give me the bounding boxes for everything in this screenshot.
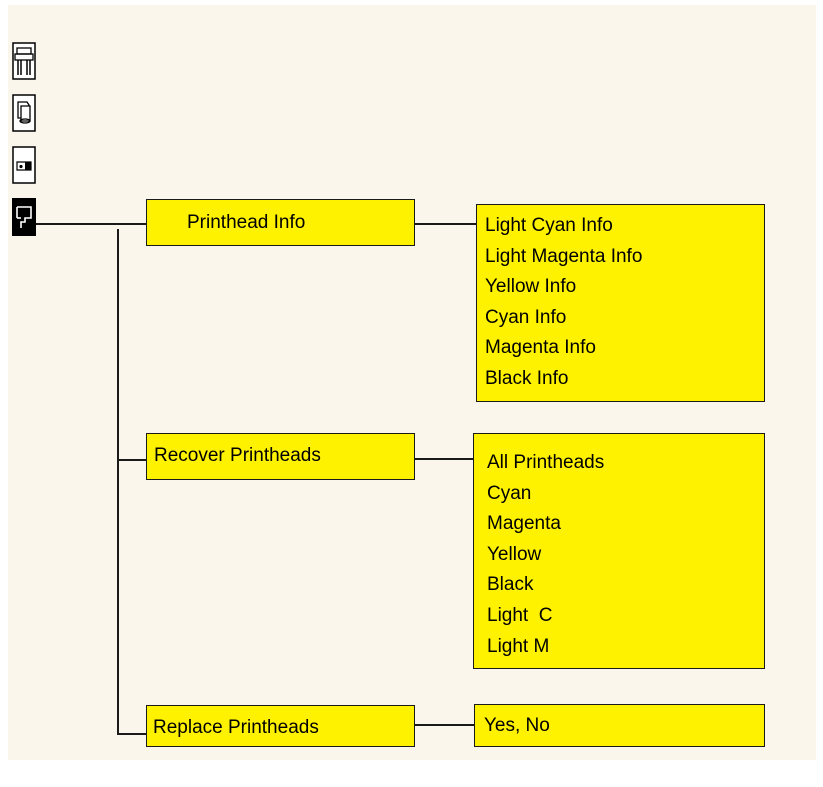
submenu-item-yellow-info[interactable]: Yellow Info	[485, 276, 577, 298]
connector-info-to-sub	[414, 223, 476, 225]
paper-roll-icon[interactable]	[12, 94, 36, 132]
menu-item-recover-printheads[interactable]: Recover Printheads	[146, 433, 415, 480]
submenu-item-light-c[interactable]: Light C	[487, 604, 553, 626]
submenu-item-cyan[interactable]: Cyan	[487, 482, 532, 504]
recover-printheads-label: Recover Printheads	[154, 445, 321, 466]
menu-item-printhead-info[interactable]: Printhead Info	[146, 199, 415, 246]
submenu-printhead-info: Light Cyan Info Light Magenta Info Yello…	[476, 204, 765, 402]
submenu-item-light-cyan-info[interactable]: Light Cyan Info	[485, 215, 613, 236]
submenu-item-light-magenta-info[interactable]: Light Magenta Info	[485, 245, 643, 267]
connector-recover-to-sub	[414, 458, 473, 460]
printhead-icon[interactable]	[12, 198, 36, 236]
submenu-item-yes-no[interactable]: Yes, No	[484, 715, 550, 736]
connector-replace-to-sub	[414, 724, 474, 726]
ink-cartridge-icon[interactable]	[12, 146, 36, 184]
submenu-replace-printheads: Yes, No	[474, 704, 765, 747]
submenu-item-magenta-info[interactable]: Magenta Info	[485, 337, 596, 359]
printhead-info-label: Printhead Info	[187, 212, 306, 233]
submenu-recover-printheads: All Printheads Cyan Magenta Yellow Black…	[473, 433, 765, 669]
submenu-item-cyan-info[interactable]: Cyan Info	[485, 306, 567, 328]
connector-to-recover	[117, 459, 146, 461]
submenu-item-all-printheads[interactable]: All Printheads	[487, 452, 605, 473]
submenu-item-light-m[interactable]: Light M	[487, 635, 550, 657]
submenu-item-magenta[interactable]: Magenta	[487, 513, 561, 535]
submenu-item-black-info[interactable]: Black Info	[485, 367, 569, 389]
connector-icon-to-menu	[36, 223, 146, 225]
submenu-item-yellow[interactable]: Yellow	[487, 543, 542, 565]
printer-icon[interactable]	[12, 42, 36, 80]
connector-trunk	[117, 229, 119, 734]
submenu-item-black[interactable]: Black	[487, 574, 534, 596]
menu-item-replace-printheads[interactable]: Replace Printheads	[146, 705, 415, 747]
replace-printheads-label: Replace Printheads	[153, 717, 319, 738]
connector-to-replace	[117, 733, 146, 735]
